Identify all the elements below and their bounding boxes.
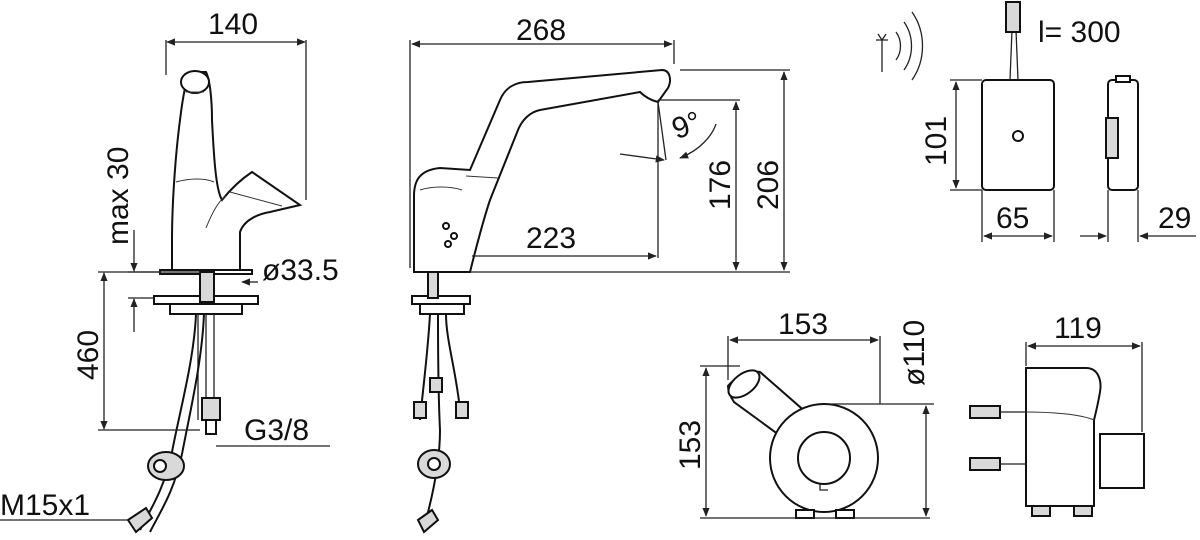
dim-206: 206 <box>752 160 785 210</box>
dim-max-30: max 30 <box>102 147 135 245</box>
dim-diameter-33-5: ø33.5 <box>262 254 339 287</box>
dim-29: 29 <box>1158 202 1191 235</box>
dim-m15x1: M15x1 <box>0 489 90 522</box>
box-dimension-lines <box>950 79 1196 242</box>
dim-9-degrees: 9° <box>668 105 706 146</box>
dim-268: 268 <box>516 14 566 47</box>
dim-176: 176 <box>704 160 737 210</box>
control-box-side <box>1105 75 1139 191</box>
dim-l-300: l= 300 <box>1038 16 1121 49</box>
dim-460: 460 <box>72 330 105 380</box>
faucet-top-view <box>726 369 879 519</box>
dim-223: 223 <box>526 222 576 255</box>
dim-153-height: 153 <box>674 420 707 470</box>
dim-g3-8: G3/8 <box>244 414 309 447</box>
dim-65: 65 <box>996 202 1029 235</box>
dim-140: 140 <box>208 8 258 41</box>
dim-153-width: 153 <box>778 308 828 341</box>
top-view-dimension-lines <box>700 336 934 519</box>
control-box-front <box>981 1 1055 191</box>
faucet-side-view <box>411 68 671 534</box>
wall-box-dimension-lines <box>1025 342 1143 432</box>
side-dimension-lines <box>409 40 790 273</box>
dim-101: 101 <box>920 116 953 166</box>
dim-119: 119 <box>1054 312 1102 345</box>
front-dimension-lines <box>0 38 330 521</box>
antenna-icon <box>876 11 924 81</box>
wall-mounted-box <box>969 367 1145 517</box>
faucet-front-view <box>126 70 303 534</box>
dim-diameter-110: ø110 <box>898 320 931 386</box>
